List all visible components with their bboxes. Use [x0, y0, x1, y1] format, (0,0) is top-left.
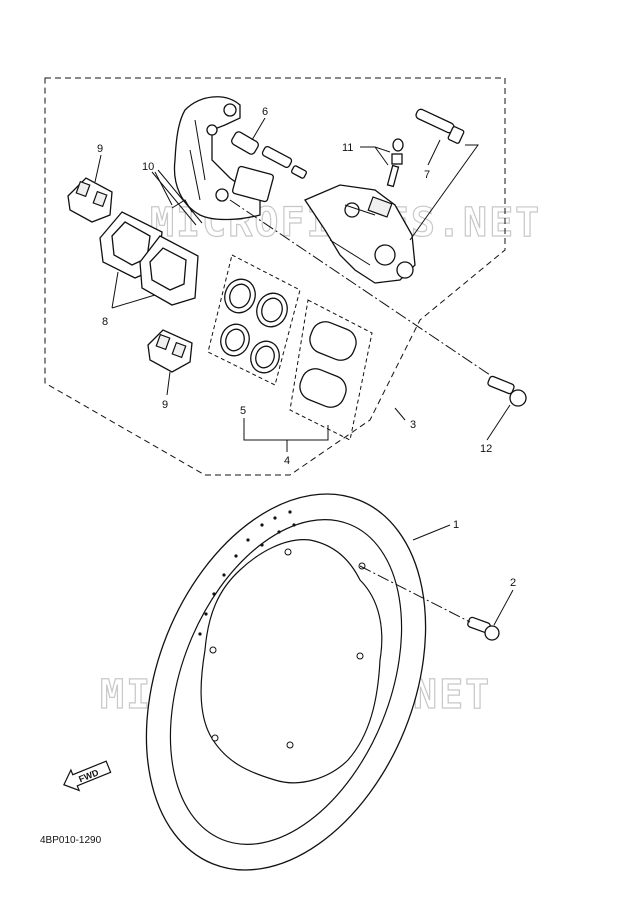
disc-drill-hole — [288, 510, 292, 514]
disc-drill-hole — [222, 573, 226, 577]
leader-11 — [360, 146, 391, 166]
disc-drill-hole — [204, 612, 208, 616]
leader-6 — [251, 117, 266, 141]
callout-2: 2 — [510, 577, 516, 589]
caliper-spacer-block — [232, 165, 274, 203]
leader-12 — [486, 404, 511, 441]
disc-drill-hole — [277, 530, 281, 534]
leader-7b — [409, 144, 479, 241]
slide-pin — [231, 131, 308, 179]
leader-1 — [412, 524, 451, 541]
disc-hole — [209, 646, 217, 654]
disc-hole — [356, 652, 364, 660]
callout-9-bottom: 9 — [162, 399, 168, 411]
caliper-body — [304, 184, 416, 284]
disc-drill-hole — [260, 523, 264, 527]
disc-hole — [286, 741, 294, 749]
caliper-bracket — [173, 96, 261, 221]
callout-8: 8 — [102, 316, 108, 328]
callout-5: 5 — [240, 405, 246, 417]
callout-1: 1 — [453, 519, 459, 531]
callout-4: 4 — [284, 455, 290, 467]
caliper-pistons — [299, 321, 357, 408]
callout-9-top: 9 — [97, 143, 103, 155]
caliper-mounting-bolt — [487, 375, 527, 407]
disc-drill-hole — [246, 538, 250, 542]
brake-disc — [145, 493, 427, 871]
callout-11: 11 — [342, 142, 353, 154]
callout-10: 10 — [142, 161, 154, 173]
disc-hole — [284, 548, 292, 556]
leader-3 — [394, 407, 406, 421]
disc-drill-hole — [292, 523, 296, 527]
leader-9-bottom — [166, 371, 171, 396]
callout-6: 6 — [262, 106, 268, 118]
disc-drill-hole — [198, 632, 202, 636]
pad-spring-bottom — [147, 329, 193, 373]
callout-12: 12 — [480, 443, 492, 455]
disc-drill-hole — [234, 554, 238, 558]
disc-bolt — [467, 616, 500, 641]
piston-seals — [220, 278, 288, 374]
disc-carrier — [200, 539, 383, 784]
leader-2 — [493, 589, 514, 626]
disc-drill-hole — [273, 516, 277, 520]
leader-10 — [154, 171, 173, 206]
piston-kit-box — [289, 299, 373, 441]
seal-kit-box — [207, 254, 301, 386]
disc-drill-hole — [260, 543, 264, 547]
bleed-screw — [386, 138, 404, 188]
leader-7 — [427, 139, 441, 166]
brake-pad-set — [99, 211, 199, 306]
leader-8 — [111, 271, 156, 309]
diagram-code: 4BP010-1290 — [40, 835, 102, 846]
pad-spring-top — [67, 177, 113, 223]
guide-pin-bolt — [415, 108, 465, 144]
callout-7: 7 — [424, 169, 430, 181]
leader-5 — [243, 418, 329, 441]
disc-drill-hole — [212, 592, 216, 596]
disc-hole — [211, 734, 219, 742]
callout-3: 3 — [410, 419, 416, 431]
fwd-arrow-badge: FWD — [63, 760, 112, 792]
caliper-assembly-boundary — [44, 77, 506, 476]
bolt-center-line — [229, 199, 491, 376]
leader-9-top — [94, 154, 102, 183]
disc-bolt-center-line — [359, 565, 471, 623]
